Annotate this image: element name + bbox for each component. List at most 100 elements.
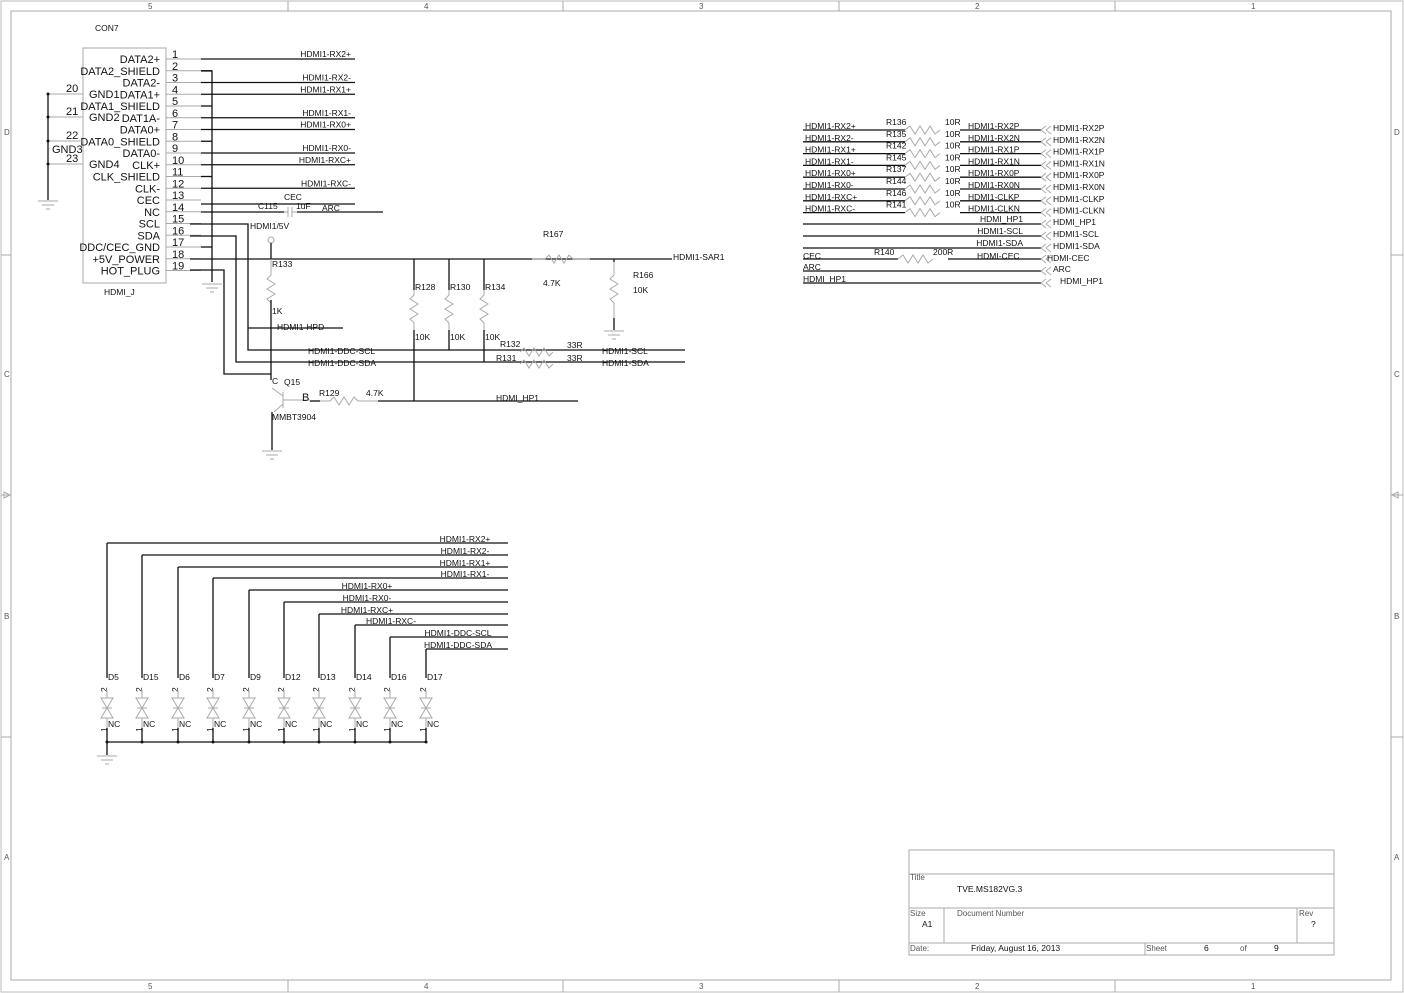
net-label: HDMI1-RXC- (366, 616, 416, 626)
resistor-refdes: R130 (450, 282, 471, 292)
net-in-label: CEC (803, 251, 821, 261)
wire (354, 624, 508, 678)
net-label: HDMI1-RX0+ (300, 120, 351, 130)
pin-name: SDA (137, 230, 160, 242)
row-marker-right: D (1394, 128, 1400, 137)
resistor-refdes: R134 (485, 282, 506, 292)
capacitor-c115[interactable]: C115 1uF ARC (201, 201, 383, 217)
diode-pin1: 1 (347, 727, 357, 732)
port-label: HDMI_HP1 (1060, 276, 1103, 286)
pin-number: 18 (172, 249, 184, 261)
pin-name: CEC (137, 195, 160, 207)
resistor-r129[interactable]: R129 4.7K HDMI_HP1 (310, 388, 578, 406)
esd-net-4[interactable]: HDMI1-RX0+ (248, 581, 508, 678)
esd-net-7[interactable]: HDMI1-RXC- (354, 616, 508, 678)
esd-net-8[interactable]: HDMI1-DDC-SCL (389, 628, 508, 678)
resistor-r132[interactable]: R132 33R HDMI1-SCL (500, 339, 648, 357)
pin-number: 11 (172, 167, 183, 179)
r129-refdes: R129 (319, 388, 340, 398)
net-out-label: HDMI1-RX1N (968, 156, 1020, 166)
port-label: HDMI1-RX1P (1053, 147, 1105, 157)
esd-net-3[interactable]: HDMI1-RX1- (212, 569, 508, 678)
esd-net-2[interactable]: HDMI1-RX1+ (177, 558, 508, 678)
wire (248, 589, 508, 678)
esd-net-5[interactable]: HDMI1-RX0- (283, 593, 508, 678)
pin-name: DATA0+ (120, 125, 160, 137)
pin-name: +5V_POWER (92, 254, 160, 266)
tvs-diode-icon (312, 690, 326, 728)
esd-net-1[interactable]: HDMI1-RX2- (141, 546, 508, 678)
pin-name: GND4 (89, 159, 120, 171)
esd-net-0[interactable]: HDMI1-RX2+ (106, 534, 508, 678)
diode-nc: NC (285, 719, 297, 729)
net-hdmi-hp1: HDMI_HP1 (496, 393, 539, 403)
esd-net-9[interactable]: HDMI1-DDC-SDA (424, 640, 508, 678)
resistor-body (904, 148, 941, 159)
resistor-value: 10R (945, 164, 961, 174)
resistor-r133[interactable]: R133 1K HDMI1-HPD (266, 259, 324, 380)
diode-pin2: 2 (134, 687, 144, 692)
esd-net-6[interactable]: HDMI1-RXC+ (318, 605, 508, 678)
resistor-r166[interactable]: R166 10K (604, 259, 654, 340)
resistor-r131[interactable]: R131 33R HDMI1-SDA (496, 353, 649, 369)
diode-pin1: 1 (99, 727, 109, 732)
size-value: A1 (922, 919, 933, 929)
port-label: HDMI1-CLKN (1053, 206, 1105, 216)
resistor-refdes: R141 (886, 200, 907, 210)
wire (212, 577, 508, 678)
offpage-connector-icon (1040, 208, 1052, 217)
hdmi-connector[interactable]: CON7 HDMI_J 1DATA2+HDMI1-RX2+2DATA2_SHIE… (38, 23, 355, 297)
connector-value: HDMI_J (104, 287, 135, 297)
resistor-r167[interactable]: R167 4.7K HDMI1-SAR1 (532, 229, 725, 288)
transistor-q15[interactable]: C Q15 B MMBT3904 (262, 376, 316, 460)
